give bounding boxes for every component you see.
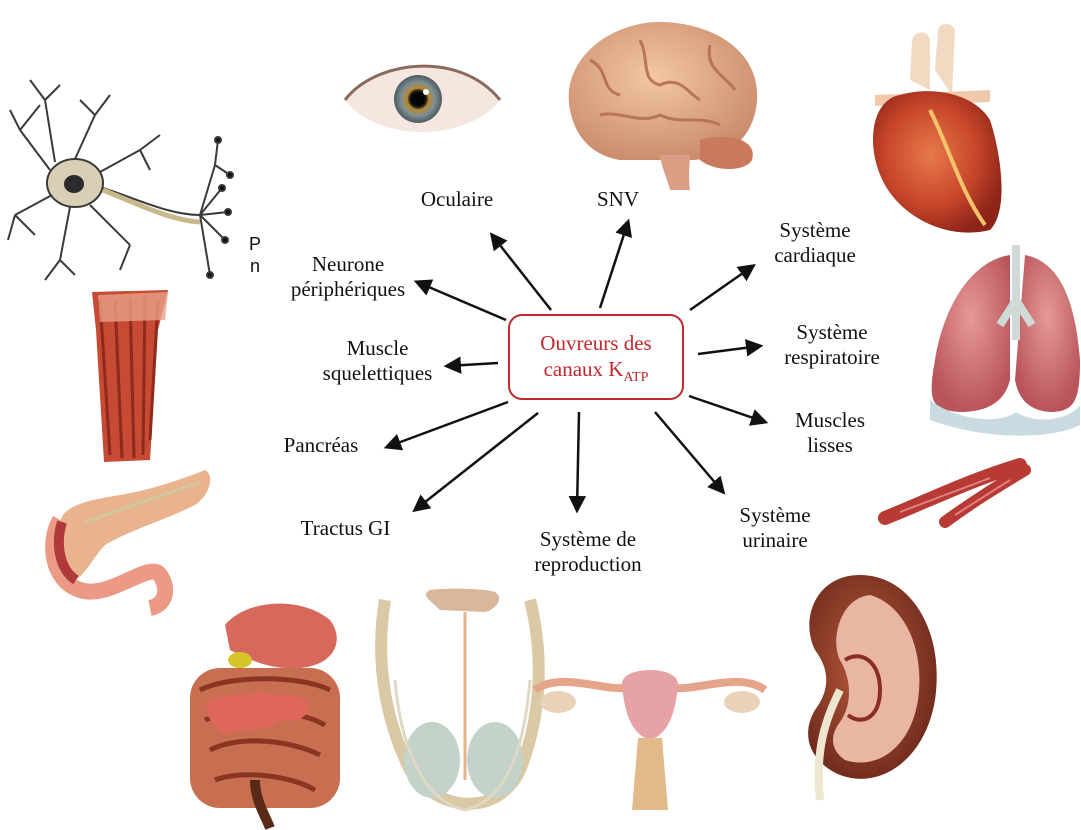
arrow-reproduction (577, 412, 579, 510)
arrow-snv (600, 222, 628, 308)
kidney-illustration (808, 575, 937, 800)
arrow-pancreas (387, 402, 508, 447)
arrow-muscle-squelettiques (447, 363, 498, 366)
katp-openers-box: Ouvreurs des canaux KATP (508, 314, 684, 400)
center-line-1: Ouvreurs des (510, 330, 682, 356)
heart-illustration (873, 24, 1002, 233)
arrow-oculaire (492, 235, 551, 310)
label-neurone-peripheriques: Neurone périphériques (278, 252, 418, 302)
gi-tract-illustration (190, 604, 340, 828)
label-systeme-cardiaque: Système cardiaque (755, 218, 875, 268)
arrow-muscles-lisses (689, 396, 765, 422)
label-systeme-reproduction: Système de reproduction (513, 527, 663, 577)
female-reproductive-illustration (535, 670, 765, 810)
neuron-letter-n: n (245, 254, 265, 279)
label-systeme-respiratoire: Système respiratoire (762, 320, 902, 370)
lungs-illustration (930, 245, 1080, 436)
label-systeme-urinaire: Système urinaire (715, 503, 835, 553)
eye-illustration (345, 66, 500, 132)
neuron-illustration (8, 80, 233, 280)
arrow-urinaire (655, 412, 723, 492)
blood-vessel-illustration (885, 465, 1025, 522)
arrow-tractus (415, 413, 538, 510)
label-muscle-squelettiques: Muscle squelettiques (310, 336, 445, 386)
atp-subscript: ATP (623, 370, 648, 385)
skeletal-muscle-illustration (92, 290, 168, 462)
arrow-neurone (417, 282, 506, 320)
label-muscles-lisses: Muscles lisses (770, 408, 890, 458)
pancreas-illustration (53, 470, 210, 608)
label-snv: SNV (578, 187, 658, 212)
arrow-cardiaque (690, 266, 753, 310)
arrow-respiratoire (698, 346, 760, 354)
center-line-2: canaux KATP (510, 356, 682, 391)
label-tractus-gi: Tractus GI (283, 516, 408, 541)
label-pancreas: Pancréas (266, 433, 376, 458)
male-reproductive-illustration (381, 589, 539, 810)
label-oculaire: Oculaire (402, 187, 512, 212)
brain-illustration (569, 22, 757, 190)
